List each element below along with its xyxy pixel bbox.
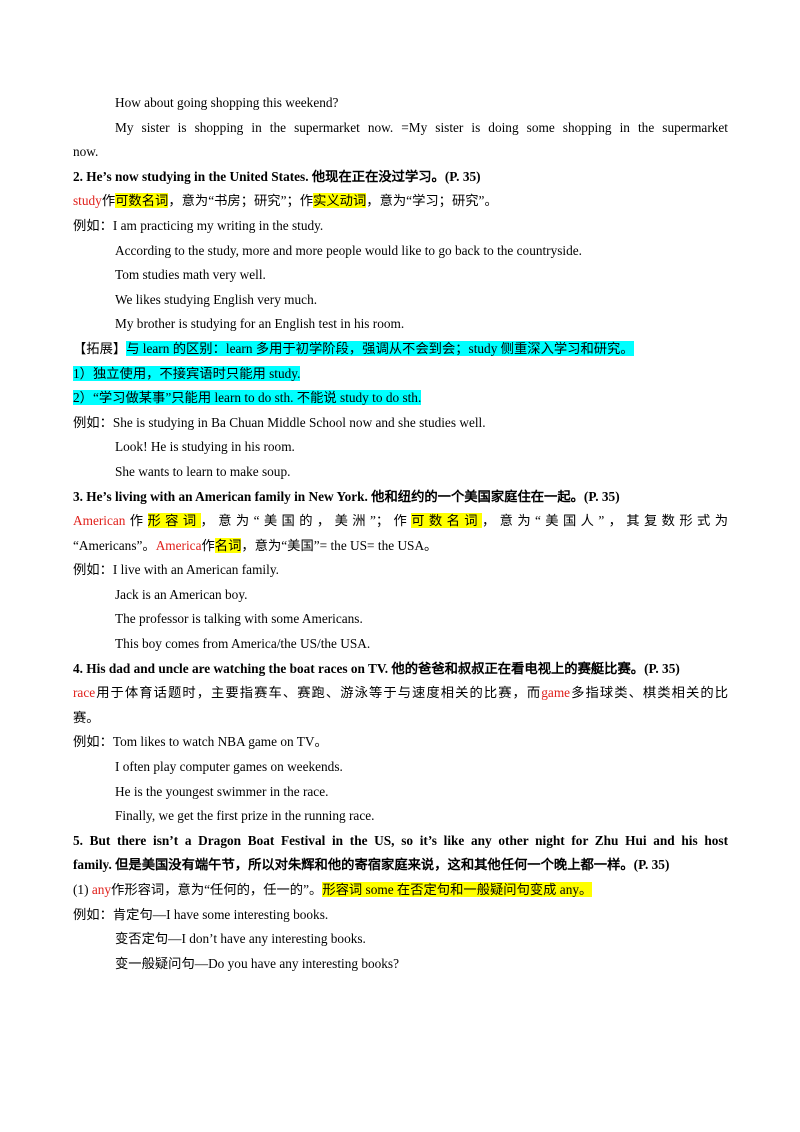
keyword-american: American (73, 513, 126, 529)
example-sentence: She wants to learn to make soup. (115, 463, 291, 479)
extension-point-1: 1）独立使用，不接宾语时只能用 study. (73, 362, 728, 387)
example-sentence: Look! He is studying in his room. (115, 439, 295, 455)
example-sentence: Tom studies math very well. (115, 267, 266, 283)
highlight-learn-vs-study: 与 learn 的区别：learn 多用于初学阶段，强调从不会到会；study … (126, 340, 634, 356)
example-sentence: 例如：I am practicing my writing in the stu… (73, 217, 324, 233)
example-sentence: 例如：肯定句—I have some interesting books. (73, 906, 329, 922)
text: “Americans”。 (73, 537, 156, 553)
example-sentence: 例如：I live with an American family. (73, 562, 279, 578)
example-sentence: According to the study, more and more pe… (115, 242, 583, 258)
text: ，意为“美国”= the US= the USA。 (241, 537, 438, 553)
explanation-america: “Americans”。America作名词，意为“美国”= the US= t… (73, 534, 728, 559)
example-sentence: 例如：She is studying in Ba Chuan Middle Sc… (73, 414, 486, 430)
highlight-countable-noun: 可数名词 (411, 513, 482, 529)
example-sentence: Jack is an American boy. (115, 586, 248, 602)
example-sentence: My sister is shopping in the supermarket… (115, 119, 728, 135)
text: ，意为“美国人”，其复数形式为 (481, 513, 729, 529)
highlight-some-to-any: 形容词 some 在否定句和一般疑问句变成 any。 (322, 882, 593, 897)
highlight-verb: 实义动词 (313, 193, 367, 209)
explanation-any: (1) any作形容词，意为“任何的，任一的”。形容词 some 在否定句和一般… (73, 878, 728, 903)
example-sentence: This boy comes from America/the US/the U… (115, 636, 371, 652)
extension-point-2: 2）“学习做某事”只能用 learn to do sth. 不能说 study … (73, 386, 728, 411)
example-sentence: 变否定句—I don’t have any interesting books. (115, 931, 366, 947)
example-sentence: We likes studying English very much. (115, 291, 318, 307)
highlight-noun: 名词 (214, 537, 242, 553)
example-sentence: 变一般疑问句—Do you have any interesting books… (115, 955, 399, 971)
text: 多指球类、棋类相关的比 (570, 685, 729, 701)
extension-note: 【拓展】与 learn 的区别：learn 多用于初学阶段，强调从不会到会；st… (73, 337, 728, 362)
example-sentence: He is the youngest swimmer in the race. (115, 783, 329, 799)
explanation-american: American作形容词，意为“美国的，美洲”；作可数名词，意为“美国人”，其复… (73, 509, 728, 534)
keyword-race: race (73, 685, 96, 701)
document-page: How about going shopping this weekend? M… (73, 91, 728, 976)
text: ，意为“美国的，美洲”；作 (200, 513, 412, 529)
text: ，意为“书房；研究”；作 (168, 193, 314, 209)
explanation-race: race用于体育话题时，主要指赛车、赛跑、游泳等于与速度相关的比赛，而game多… (73, 681, 728, 706)
section-heading-5: 5. But there isn’t a Dragon Boat Festiva… (73, 832, 728, 848)
keyword-study: study (73, 193, 102, 209)
section-heading-3: 3. He’s living with an American family i… (73, 488, 620, 504)
extension-label: 【拓展】 (73, 340, 127, 356)
keyword-any: any (91, 882, 112, 897)
text: 作形容词，意为“任何的，任一的”。 (111, 882, 323, 897)
section-heading-4: 4. His dad and uncle are watching the bo… (73, 660, 680, 676)
highlight-adjective: 形容词 (147, 513, 201, 529)
explanation-race-continuation: 赛。 (73, 709, 100, 725)
example-sentence: How about going shopping this weekend? (115, 95, 339, 110)
text: ，意为“学习；研究”。 (366, 193, 498, 209)
example-sentence-continuation: now. (73, 144, 99, 160)
highlight-text: 2）“学习做某事”只能用 learn to do sth. 不能说 study … (73, 390, 422, 406)
text: 作 (201, 537, 215, 553)
section-heading-5-continuation: family. 但是美国没有端午节，所以对朱辉和他的寄宿家庭来说，这和其他任何一… (73, 857, 670, 873)
explanation-study: study作可数名词，意为“书房；研究”；作实义动词，意为“学习；研究”。 (73, 189, 728, 214)
example-sentence: 例如：Tom likes to watch NBA game on TV。 (73, 734, 328, 750)
example-sentence: My brother is studying for an English te… (115, 316, 405, 332)
example-sentence: I often play computer games on weekends. (115, 759, 343, 775)
text: 作 (125, 513, 148, 529)
list-number: (1) (73, 882, 92, 897)
example-sentence: Finally, we get the first prize in the r… (115, 808, 375, 824)
section-heading-2: 2. He’s now studying in the United State… (73, 168, 481, 184)
highlight-text: 1）独立使用，不接宾语时只能用 study. (73, 365, 301, 381)
keyword-game: game (541, 685, 571, 701)
keyword-america: America (155, 537, 202, 553)
text: 用于体育话题时，主要指赛车、赛跑、游泳等于与速度相关的比赛，而 (95, 685, 542, 701)
highlight-countable-noun: 可数名词 (115, 193, 169, 209)
example-sentence: The professor is talking with some Ameri… (115, 611, 363, 627)
text: 作 (101, 193, 116, 209)
